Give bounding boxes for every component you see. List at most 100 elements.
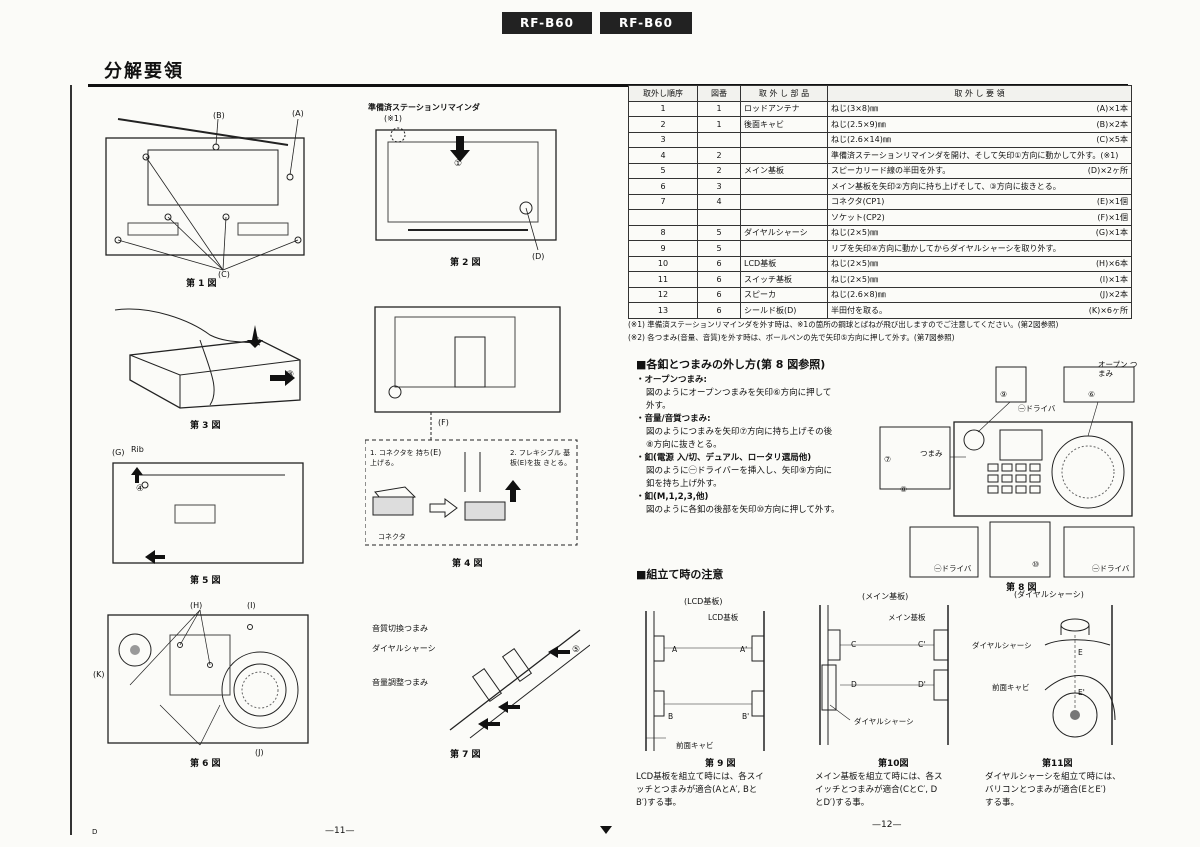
fig9-text-line2: ッチとつまみが適合(AとA′, Bと xyxy=(636,785,758,795)
knob-item-head: ・音量/音質つまみ: xyxy=(636,414,711,424)
fig10-d2: D' xyxy=(918,680,926,689)
cell-order: 2 xyxy=(628,116,698,133)
cell-method: (H)×6本ねじ(2×5)㎜ xyxy=(827,255,1132,272)
cell-figure: 6 xyxy=(697,286,741,303)
cell-order: 11 xyxy=(628,271,698,288)
fig6-caption: 第 6 図 xyxy=(190,759,221,769)
cell-part: スイッチ基板 xyxy=(740,271,828,288)
fig5-circle4: ④ xyxy=(136,484,145,494)
method-text: ねじ(2.6×8)㎜ xyxy=(831,290,886,300)
figure-8 xyxy=(879,366,1135,578)
method-text: ソケット(CP2) xyxy=(831,212,885,222)
figure-6 xyxy=(107,609,309,746)
fig2-note: (※1) xyxy=(384,114,403,123)
cell-order: 13 xyxy=(628,302,698,319)
fig11-text-line3: する事。 xyxy=(985,798,1020,808)
cell-order: 7 xyxy=(628,193,698,210)
fig4-caption: 第 4 図 xyxy=(452,559,483,569)
result-text: (B)×2本 xyxy=(1096,119,1128,129)
fig8-knob: つまみ xyxy=(920,449,943,458)
figure-9 xyxy=(645,611,765,751)
cell-method: リブを矢印④方向に動かしてからダイヤルシャーシを取り外す。 xyxy=(827,240,1132,257)
fig4-connector: コネクタ xyxy=(378,533,406,541)
cell-method: (K)×6ヶ所半田付を取る。 xyxy=(827,302,1132,319)
binding-line xyxy=(70,85,72,835)
fig8-circle6: ⑥ xyxy=(1088,390,1096,399)
cell-method: (C)×5本ねじ(2.6×14)㎜ xyxy=(827,131,1132,148)
fig7-label-tone: 音質切換つまみ xyxy=(372,624,428,633)
result-text: (D)×2ヶ所 xyxy=(1087,166,1128,176)
cell-figure: 1 xyxy=(697,116,741,133)
figure-1 xyxy=(105,118,305,271)
fig8-circle10: ⑩ xyxy=(1032,560,1040,569)
page-number-right: —12— xyxy=(872,820,902,830)
fig9-text-line1: LCD基板を組立て時には、各スイ xyxy=(636,772,764,782)
result-text: (A)×1本 xyxy=(1096,104,1128,114)
fig10-caption: 第10図 xyxy=(878,759,909,769)
cell-order: 6 xyxy=(628,178,698,195)
fig8-circle8: ⑧ xyxy=(900,485,908,494)
col-method: 取 外 し 要 領 xyxy=(827,85,1132,102)
knob-item-body: 図のようにつまみを矢印⑦方向に持ち上げその後 xyxy=(646,427,833,437)
note-2: (※2) 各つまみ(音量、音質)を外す時は、ボールペンの先で矢印⑤方向に押して外… xyxy=(628,333,955,342)
fig11-text: ダイヤルシャーシを組立て時には、 バリコンとつまみが適合(EとE′) する事。 xyxy=(985,771,1121,810)
fig2-circle1: ① xyxy=(454,159,463,169)
cell-part: メイン基板 xyxy=(740,162,828,179)
fig6-label-j: (J) xyxy=(255,748,264,757)
method-text: ねじ(2×5)㎜ xyxy=(831,228,879,238)
fig11-dial: ダイヤルシャーシ xyxy=(972,641,1032,650)
cell-method: (G)×1本ねじ(2×5)㎜ xyxy=(827,224,1132,241)
figure-4 xyxy=(365,306,578,546)
note-1: (※1) 準備済ステーションリマインダを外す時は、※1の箇所の鋼球とばねが飛び出… xyxy=(628,320,1059,329)
knob-item-body: 図のように各釦の後部を矢印⑩方向に押して外す。 xyxy=(646,505,840,515)
fig2-caption: 第 2 図 xyxy=(450,258,481,268)
fig5-label-rib: Rib xyxy=(131,445,144,454)
cell-method: (A)×1本ねじ(3×8)㎜ xyxy=(827,100,1132,117)
cell-figure: 2 xyxy=(697,147,741,164)
fig7-label-volume: 音量調整つまみ xyxy=(372,678,428,687)
figure-3 xyxy=(114,308,301,409)
method-text: リブを矢印④方向に動かしてからダイヤルシャーシを取り外す。 xyxy=(831,243,1061,253)
model-label-left: RF-B60 xyxy=(502,12,592,34)
fig9-front: 前面キャビ xyxy=(676,741,714,750)
cell-figure: 4 xyxy=(697,193,741,210)
result-text: (F)×1個 xyxy=(1097,212,1128,222)
footer-d-mark: D xyxy=(92,828,98,836)
result-text: (J)×2本 xyxy=(1099,290,1128,300)
method-text: コネクタ(CP1) xyxy=(831,197,885,207)
table-row: 3(C)×5本ねじ(2.6×14)㎜ xyxy=(628,131,1132,148)
cell-figure: 5 xyxy=(697,240,741,257)
fig1-label-a: (A) xyxy=(292,109,304,118)
model-label-right: RF-B60 xyxy=(600,12,692,34)
knob-item-body: 外す。 xyxy=(646,401,671,411)
cell-method: (D)×2ヶ所スピーカリード線の半田を外す。 xyxy=(827,162,1132,179)
fig11-e2: E' xyxy=(1078,688,1085,697)
fig9-caption: 第 9 図 xyxy=(705,759,736,769)
cell-figure: 5 xyxy=(697,224,741,241)
cell-part: シールド板(D) xyxy=(740,302,828,319)
cell-part: LCD基板 xyxy=(740,255,828,272)
cell-order: 4 xyxy=(628,147,698,164)
fig3-caption: 第 3 図 xyxy=(190,421,221,431)
fig10-main: メイン基板 xyxy=(888,613,926,622)
method-text: ねじ(2.5×9)㎜ xyxy=(831,119,886,129)
cell-order: 12 xyxy=(628,286,698,303)
cell-order: 5 xyxy=(628,162,698,179)
cell-part: ロッドアンテナ xyxy=(740,100,828,117)
cell-method: メイン基板を矢印②方向に持ち上げそして、③方向に抜きとる。 xyxy=(827,178,1132,195)
result-text: (H)×6本 xyxy=(1095,259,1128,269)
cell-part xyxy=(740,147,828,164)
cell-part: スピーカ xyxy=(740,286,828,303)
figure-10 xyxy=(819,605,949,745)
fig6-label-k: (K) xyxy=(93,670,105,679)
fig8-driver-2: ㊀ドライバ xyxy=(934,564,972,573)
col-order: 取外し順序 xyxy=(628,85,698,102)
cell-part xyxy=(740,240,828,257)
